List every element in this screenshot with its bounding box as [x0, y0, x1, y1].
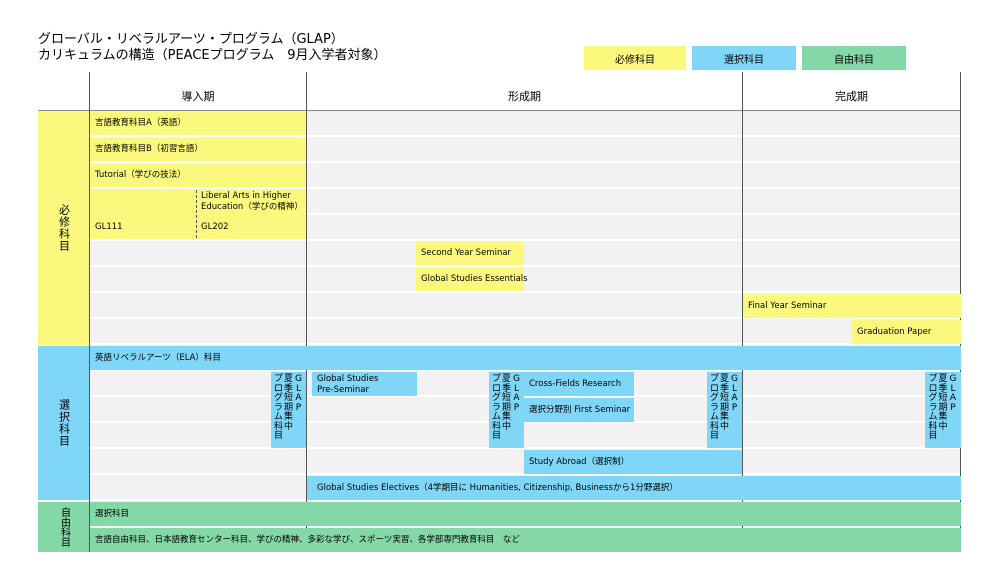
course-second-year-seminar: Second Year Seminar — [416, 242, 524, 265]
course-global-essentials: Global Studies Essentials — [416, 268, 528, 291]
course-first-seminar: 選択分野別 First Seminar — [524, 398, 634, 422]
course-ela: 英語リベラルアーツ（ELA）科目 — [90, 346, 961, 370]
category-free-label: 自由科目 — [58, 507, 70, 547]
phase-formation: 形成期 — [508, 90, 541, 103]
course-final-year-seminar: Final Year Seminar — [743, 294, 961, 318]
legend-required: 必修科目 — [584, 46, 686, 70]
course-liberal-arts-line1: Liberal Arts in Higher — [201, 191, 291, 201]
page-title: グローバル・リベラルアーツ・プログラム（GLAP） — [38, 32, 344, 47]
course-gl111: GL111 — [90, 216, 190, 239]
category-free: 自由科目 — [38, 502, 89, 552]
course-cross-fields: Cross-Fields Research — [524, 372, 634, 396]
phase-divider — [742, 72, 743, 552]
category-elective-label: 選択科目 — [57, 399, 71, 447]
course-global-electives: Global Studies Electives（4学期目に Humanitie… — [307, 476, 961, 500]
course-liberal-arts-line2: Education（学びの精神） — [201, 201, 303, 212]
course-lang-a: 言語教育科目A（英語） — [90, 112, 306, 135]
page-subtitle: カリキュラムの構造（PEACEプログラム 9月入学者対象） — [38, 48, 387, 63]
phase-completion: 完成期 — [835, 90, 868, 103]
category-required: 必修科目 — [38, 111, 89, 345]
legend-free: 自由科目 — [802, 46, 906, 70]
course-pre-seminar-line2: Pre-Seminar — [317, 384, 369, 395]
phase-divider — [306, 72, 307, 552]
course-tutorial: Tutorial（学びの技法） — [90, 164, 306, 187]
course-graduation-paper: Graduation Paper — [852, 320, 961, 344]
legend-elective: 選択科目 — [692, 46, 796, 70]
gl-divider — [196, 190, 197, 238]
course-free-list: 言語自由科目、日本語教育センター科目、学びの精神、多彩な学び、スポーツ実習、各学… — [90, 528, 961, 552]
category-required-label: 必修科目 — [57, 204, 71, 252]
course-lang-b: 言語教育科目B（初習言語） — [90, 138, 306, 161]
phase-intro: 導入期 — [181, 90, 215, 103]
phase-divider — [89, 72, 90, 552]
header-rule — [38, 110, 960, 111]
course-pre-seminar-line1: Global Studies — [317, 374, 379, 384]
category-elective: 選択科目 — [38, 346, 89, 500]
course-study-abroad: Study Abroad（選択制） — [524, 450, 742, 474]
course-free-elective: 選択科目 — [90, 502, 961, 526]
course-gl202: GL202 — [196, 216, 306, 239]
